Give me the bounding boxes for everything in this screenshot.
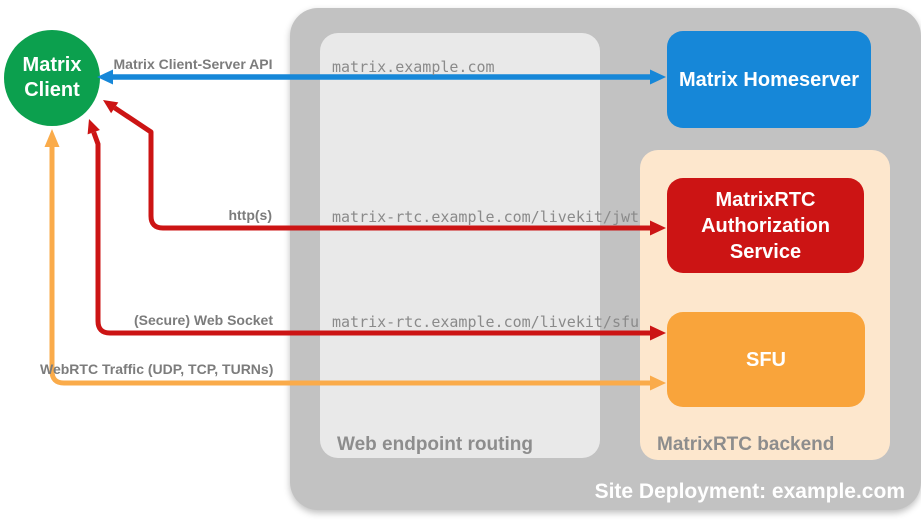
webrtc-arrowhead-client [44,129,60,147]
websocket-arrowhead-client [87,119,100,135]
matrixrtc-authorization-service-label: MatrixRTC Authorization Service [701,188,830,263]
matrixrtc-authorization-service-node: MatrixRTC Authorization Service [667,178,864,273]
websocket-arrow-label: (Secure) Web Socket [133,312,273,328]
endpoint-url-homeserver: matrix.example.com [332,58,495,76]
web-endpoint-routing-container [320,33,600,458]
webrtc-arrow-label: WebRTC Traffic (UDP, TCP, TURNs) [40,361,274,377]
matrixrtc-backend-label: MatrixRTC backend [657,434,835,455]
site-deployment-label: Site Deployment: example.com [594,480,905,503]
sfu-label: SFU [746,348,786,371]
matrix-homeserver-label: Matrix Homeserver [678,68,860,91]
sfu-node: SFU [667,312,865,407]
client-server-api-arrow-label: Matrix Client-Server API [113,56,273,72]
matrix-homeserver-node: Matrix Homeserver [667,31,871,128]
matrix-client-label: Matrix Client [22,54,82,101]
web-endpoint-routing-label: Web endpoint routing [337,434,533,455]
https-arrow-label: http(s) [228,207,272,223]
matrix-client-node: Matrix Client [4,30,100,126]
endpoint-url-livekit-jwt: matrix-rtc.example.com/livekit/jwt [332,208,640,226]
https-arrowhead-client [103,100,119,114]
endpoint-url-livekit-sfu: matrix-rtc.example.com/livekit/sfu [332,313,640,331]
